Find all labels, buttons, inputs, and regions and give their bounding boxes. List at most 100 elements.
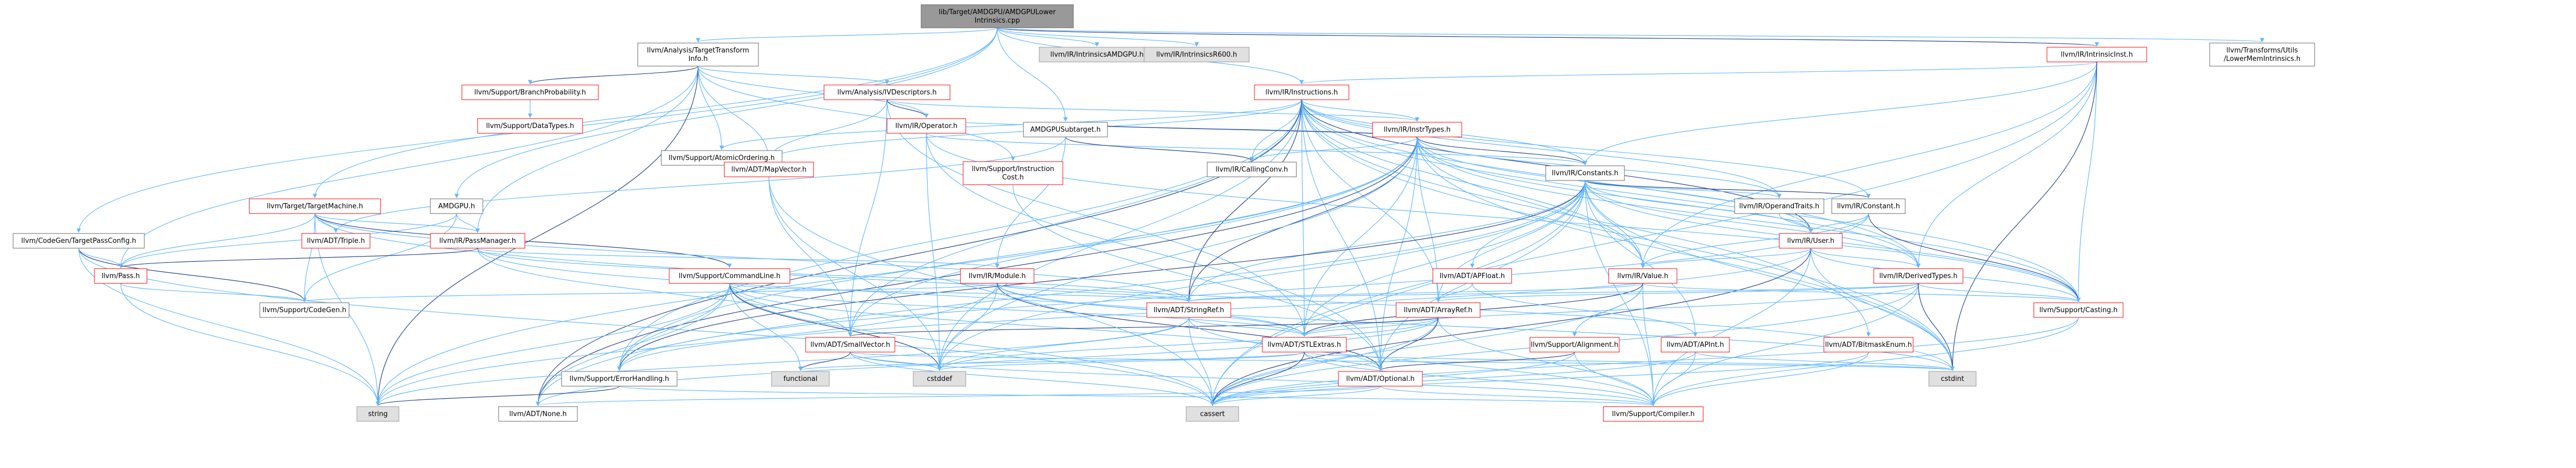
node-string-ref[interactable]: llvm/ADT/StringRef.h	[1146, 302, 1231, 318]
node-adt-none[interactable]: llvm/ADT/None.h	[498, 406, 578, 422]
node-label: Cost.h	[1002, 174, 1023, 182]
include-edge-small_vector-to-cassert	[850, 352, 1215, 406]
include-edge-optional-to-compiler	[1380, 386, 1655, 406]
include-edge-small_vector-to-functional	[798, 352, 851, 371]
include-edge-operator-to-constants	[926, 133, 1587, 165]
node-target-machine[interactable]: llvm/Target/TargetMachine.h	[249, 198, 381, 214]
node-map-vector[interactable]: llvm/ADT/MapVector.h	[724, 162, 814, 177]
node-constants[interactable]: llvm/IR/Constants.h	[1545, 165, 1625, 181]
node-label: llvm/Support/Compiler.h	[1612, 410, 1694, 418]
include-edge-iv_descriptors-to-map_vector	[766, 99, 888, 162]
node-box	[1432, 268, 1512, 284]
node-array-ref[interactable]: llvm/ADT/ArrayRef.h	[1396, 302, 1481, 318]
node-ap-int[interactable]: llvm/ADT/APInt.h	[1661, 337, 1730, 353]
node-operand-traits[interactable]: llvm/IR/OperandTraits.h	[1734, 198, 1824, 214]
include-edge-derived_types-to-array_ref	[1436, 283, 1919, 302]
node-calling-conv[interactable]: llvm/IR/CallingConv.h	[1207, 162, 1297, 177]
node-data-types[interactable]: llvm/Support/DataTypes.h	[477, 118, 583, 134]
node-operator[interactable]: llvm/IR/Operator.h	[886, 118, 966, 134]
include-edge-ir_module-to-code_gen	[302, 283, 998, 302]
node-box	[724, 162, 814, 177]
include-edge-derived_types-to-cstdint	[1918, 283, 1955, 371]
node-cstddef: cstddef	[913, 371, 966, 387]
node-amdgpu-subtarget[interactable]: AMDGPUSubtarget.h	[1023, 122, 1108, 137]
node-box	[259, 302, 350, 318]
node-label: llvm/ADT/SmallVector.h	[810, 341, 890, 349]
include-edge-string_ref-to-cstddef	[937, 317, 1189, 371]
node-box	[1661, 337, 1730, 353]
include-edge-map_vector-to-cassert	[768, 176, 1215, 406]
node-label: llvm/ADT/APFloat.h	[1440, 272, 1505, 280]
node-ir-value[interactable]: llvm/IR/Value.h	[1608, 268, 1677, 284]
node-label: llvm/Support/DataTypes.h	[486, 122, 574, 130]
node-label: AMDGPUSubtarget.h	[1030, 126, 1101, 134]
node-ir-user[interactable]: llvm/IR/User.h	[1779, 233, 1843, 249]
include-edge-amdgpu_subtarget-to-ir_module	[995, 136, 1066, 268]
node-error-handling[interactable]: llvm/Support/ErrorHandling.h	[561, 371, 678, 387]
node-box	[430, 233, 525, 249]
include-edge-command_line-to-cassert	[729, 283, 1215, 406]
include-edge-derived_types-to-compiler	[1651, 283, 1919, 406]
node-instructions[interactable]: llvm/IR/Instructions.h	[1254, 84, 1349, 100]
include-edge-array_ref-to-adt_none	[535, 317, 1439, 406]
node-box	[430, 198, 483, 214]
node-iv-descriptors[interactable]: llvm/Analysis/IVDescriptors.h	[824, 84, 951, 100]
node-derived-types[interactable]: llvm/IR/DerivedTypes.h	[1873, 268, 1963, 284]
node-branch-prob[interactable]: llvm/Support/BranchProbability.h	[461, 84, 599, 100]
include-edge-stl_extras-to-cstdint	[1304, 352, 1955, 371]
include-edge-instructions-to-atomic_ordering	[719, 99, 1302, 150]
node-casting[interactable]: llvm/Support/Casting.h	[2033, 302, 2124, 318]
node-code-gen[interactable]: llvm/Support/CodeGen.h	[259, 302, 350, 318]
node-stl-extras[interactable]: llvm/ADT/STLExtras.h	[1262, 337, 1347, 353]
node-ap-float[interactable]: llvm/ADT/APFloat.h	[1432, 268, 1512, 284]
include-edge-amdgpu_h-to-pass_manager	[456, 213, 480, 233]
node-label: llvm/ADT/Triple.h	[307, 237, 365, 245]
include-edge-analysis_tti-to-pass_manager	[475, 66, 699, 233]
node-label: llvm/Transforms/Utils	[2226, 47, 2298, 55]
node-command-line[interactable]: llvm/Support/CommandLine.h	[669, 268, 790, 284]
node-codegen-tpc[interactable]: llvm/CodeGen/TargetPassConfig.h	[13, 233, 145, 249]
include-edge-instructions-to-optional	[1301, 99, 1383, 371]
node-small-vector[interactable]: llvm/ADT/SmallVector.h	[805, 337, 895, 353]
node-label: llvm/Support/Instruction	[972, 165, 1054, 173]
include-edge-instructions-to-operand_traits	[1301, 99, 1782, 198]
include-edge-ir_user-to-ir_value	[1640, 248, 1811, 268]
node-box	[637, 42, 759, 67]
include-edge-instructions-to-casting	[1301, 99, 2081, 302]
include-edge-root-to-lower_mem_intrinsics	[997, 27, 2264, 42]
node-cassert: cassert	[1186, 406, 1239, 422]
include-edge-instr_types-to-string	[375, 136, 1418, 406]
node-lower-mem-intrinsics[interactable]: llvm/Transforms/Utils/LowerMemIntrinsics…	[2209, 42, 2315, 67]
node-label: llvm/IR/PassManager.h	[439, 237, 516, 245]
node-label: string	[368, 410, 387, 418]
node-pass-manager[interactable]: llvm/IR/PassManager.h	[430, 233, 525, 249]
node-intrinsic-inst[interactable]: llvm/IR/IntrinsicInst.h	[2046, 47, 2147, 62]
include-edge-constants-to-derived_types	[1585, 180, 1921, 268]
node-optional[interactable]: llvm/ADT/Optional.h	[1338, 371, 1423, 387]
node-box	[94, 268, 147, 284]
include-edge-root-to-intrinsics_amdgpu	[997, 27, 1100, 47]
node-label: functional	[784, 375, 818, 383]
node-ir-module[interactable]: llvm/IR/Module.h	[960, 268, 1034, 284]
include-edge-analysis_tti-to-map_vector	[698, 66, 772, 162]
include-edge-casting-to-cassert	[1210, 317, 2079, 406]
include-edge-instr_types-to-ir_value	[1417, 136, 1645, 268]
node-triple[interactable]: llvm/ADT/Triple.h	[301, 233, 371, 249]
node-root: lib/Target/AMDGPU/AMDGPULowerIntrinsics.…	[921, 4, 1074, 28]
node-label: llvm/ADT/BitmaskEnum.h	[1825, 341, 1912, 349]
node-pass-h[interactable]: llvm/Pass.h	[94, 268, 147, 284]
node-amdgpu-h[interactable]: AMDGPU.h	[430, 198, 483, 214]
node-compiler[interactable]: llvm/Support/Compiler.h	[1603, 406, 1704, 422]
node-label: llvm/IR/Module.h	[969, 272, 1026, 280]
node-instr-types[interactable]: llvm/IR/InstrTypes.h	[1372, 122, 1462, 137]
include-edge-root-to-target_machine	[312, 27, 998, 198]
node-label: llvm/IR/Constant.h	[1837, 203, 1900, 210]
node-ir-constant[interactable]: llvm/IR/Constant.h	[1831, 198, 1906, 214]
node-bitmask-enum[interactable]: llvm/ADT/BitmaskEnum.h	[1823, 337, 1914, 353]
node-label: llvm/Analysis/IVDescriptors.h	[837, 89, 936, 97]
node-alignment[interactable]: llvm/Support/Alignment.h	[1529, 337, 1620, 353]
include-edge-ir_value-to-string_ref	[1187, 283, 1643, 302]
include-edge-error_handling-to-string	[376, 386, 620, 406]
